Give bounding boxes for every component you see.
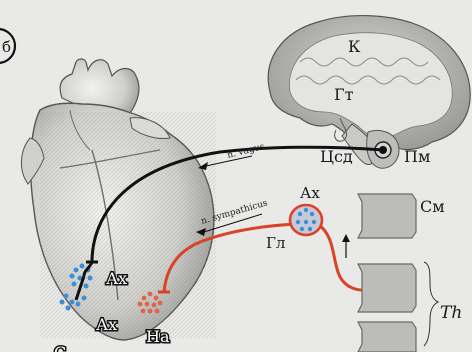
ganglion-label: Гл [266,234,285,252]
brain-illustration [268,16,470,169]
panel-marker: б [0,29,15,63]
thoracic-label: Th [440,303,462,323]
medulla-label: Пм [404,147,430,166]
cortex-label: К [348,37,361,56]
heart-ach-upper-label: Ах [106,269,127,288]
heart-illustration [21,59,216,340]
svg-text:б: б [2,38,11,56]
bottom-partial-label: С [54,343,66,352]
heart-ach-lower-label: Ах [96,315,117,334]
sympathetic-ganglion [290,205,322,235]
noradrenaline-label: На [146,327,170,346]
ganglion-ach-label: Ах [300,184,320,202]
spinal-cord-label: См [420,197,445,216]
up-arrow-icon [342,234,350,258]
spinal-cord-segments [358,194,438,352]
vagus-nerve-label: n. vagus [226,142,266,161]
cardiovascular-center-label: Цсд [320,147,353,166]
hypothalamus-label: Гт [334,85,354,104]
